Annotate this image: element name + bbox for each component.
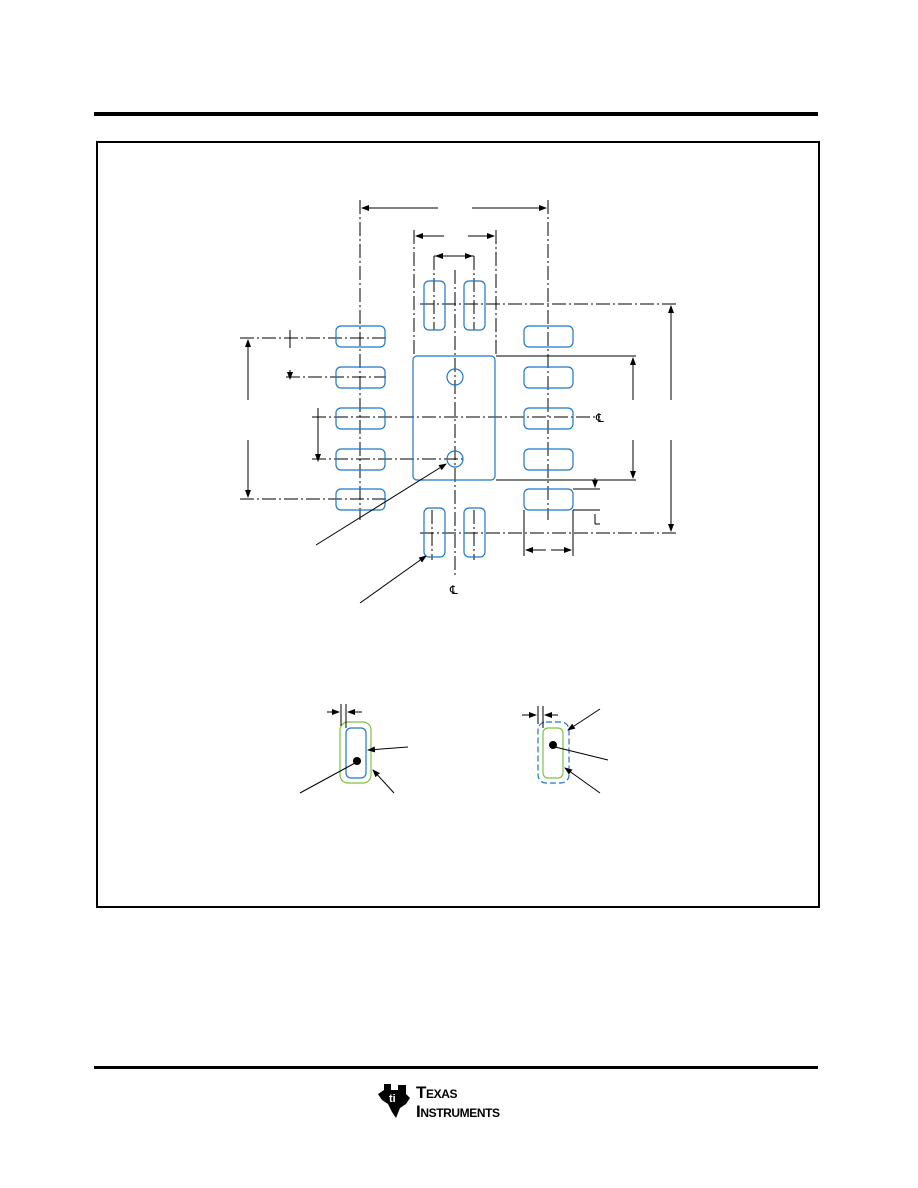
pad-left-4 bbox=[335, 448, 386, 471]
detail-left-pad bbox=[345, 727, 367, 779]
detail-left bbox=[299, 704, 409, 794]
pads bbox=[335, 280, 574, 558]
thermal-via-bottom bbox=[446, 450, 464, 468]
drawing-frame bbox=[96, 141, 820, 908]
centerline-symbol-right: ℄ bbox=[595, 411, 604, 425]
pad-right-1 bbox=[523, 325, 574, 348]
pad-bottom-1 bbox=[423, 507, 446, 558]
pad-right-4 bbox=[523, 448, 574, 471]
detail-right bbox=[522, 706, 609, 794]
thermal-pad bbox=[412, 355, 496, 481]
pad-top-2 bbox=[463, 280, 486, 331]
pad-left-2 bbox=[335, 366, 386, 389]
ti-wordmark-exas: EXAS bbox=[425, 1087, 458, 1101]
ti-wordmark: TEXAS INSTRUMENTS bbox=[416, 1084, 500, 1122]
detail-right-pad bbox=[537, 721, 570, 784]
header-rule bbox=[94, 112, 818, 116]
pad-left-1 bbox=[335, 325, 386, 348]
svg-text:ti: ti bbox=[389, 1093, 396, 1105]
thermal-via-top bbox=[446, 368, 464, 386]
pad-right-3 bbox=[523, 407, 574, 430]
centerlines bbox=[240, 200, 676, 575]
pad-right-5 bbox=[523, 488, 574, 511]
pad-left-5 bbox=[335, 488, 386, 511]
pad-left-3 bbox=[335, 407, 386, 430]
ti-wordmark-i: I bbox=[416, 1102, 421, 1121]
ti-wordmark-nstruments: NSTRUMENTS bbox=[420, 1106, 500, 1120]
pad-right-2 bbox=[523, 366, 574, 389]
ti-state-logo-icon: ti bbox=[378, 1084, 410, 1118]
dimension-lines bbox=[245, 205, 674, 604]
footer-rule bbox=[94, 1066, 818, 1069]
texas-instruments-logo: ti TEXAS INSTRUMENTS bbox=[376, 1082, 536, 1122]
detail-right-mask-opening bbox=[542, 727, 564, 779]
pad-bottom-2 bbox=[463, 507, 486, 558]
detail-left-mask-opening bbox=[339, 721, 372, 784]
ti-wordmark-t: T bbox=[416, 1083, 426, 1102]
pad-top-1 bbox=[423, 280, 446, 331]
detail-right-center-dot bbox=[549, 741, 557, 749]
centerline-symbol-bottom: ℄ bbox=[449, 583, 458, 597]
